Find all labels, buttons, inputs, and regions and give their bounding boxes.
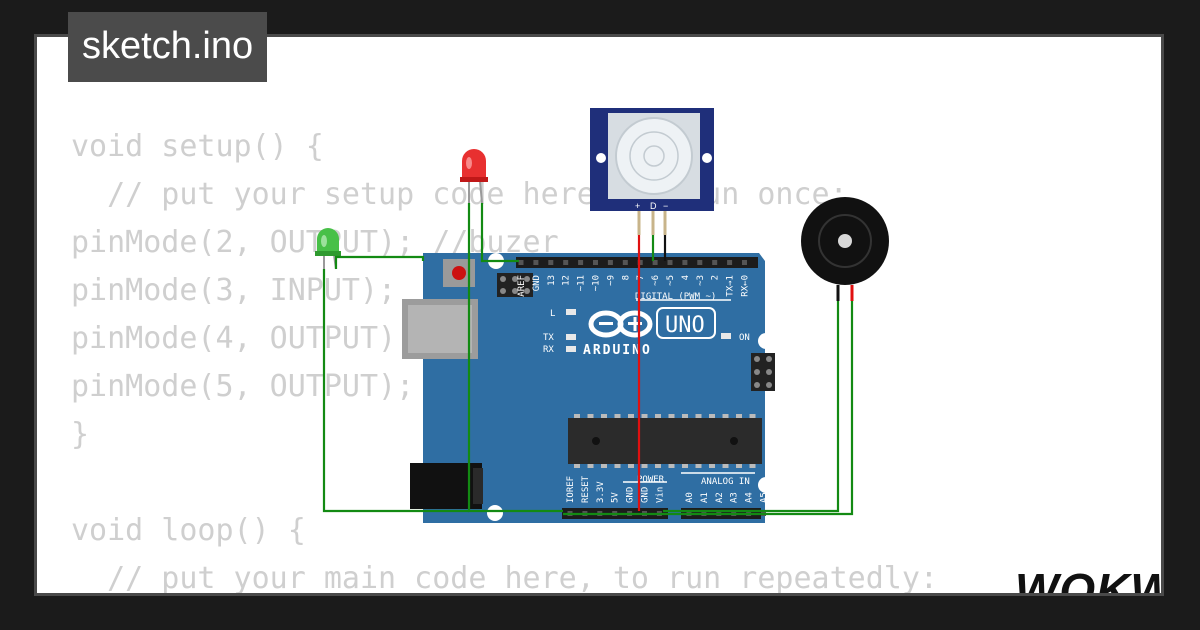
brand-label: ARDUINO <box>583 343 652 358</box>
pir-pin-d-label: D <box>650 201 657 211</box>
power-pin-label: 5V <box>611 492 621 503</box>
code-line: // put your main code here, to run repea… <box>71 561 938 596</box>
digital-pin-label: ~11 <box>577 275 587 291</box>
analog-pin-label: A5 <box>760 492 770 503</box>
digital-pin-label: 8 <box>621 275 631 280</box>
code-line: pinMode(2, OUTPUT); //buzer <box>71 225 559 260</box>
analog-pin-label: A1 <box>700 492 710 503</box>
analog-pin-label: A3 <box>730 492 740 503</box>
power-pin-label: RESET <box>581 475 591 503</box>
led-rx-label: RX <box>543 345 554 355</box>
power-jack <box>410 463 482 509</box>
pir-motion-sensor[interactable]: + D − <box>590 108 714 235</box>
digital-pin-label: 7 <box>636 275 646 280</box>
power-pin-label: GND <box>626 487 636 503</box>
code-line: pinMode(4, OUTPUT); <box>71 321 415 356</box>
digital-pwm-label: DIGITAL (PWM ~) <box>635 292 716 302</box>
mounting-hole <box>758 333 774 349</box>
code-line: void setup() { <box>71 129 324 164</box>
digital-pin-label: GND <box>532 275 542 291</box>
led-l-label: L <box>550 309 555 319</box>
pir-pin-plus-label: + <box>635 201 640 211</box>
power-pin-label: GND <box>641 487 651 503</box>
model-label: UNO <box>665 313 705 338</box>
digital-pin-label: 13 <box>547 275 557 286</box>
digital-pin-label: AREF <box>517 275 527 297</box>
piezo-buzzer[interactable] <box>801 197 889 301</box>
digital-header[interactable] <box>516 257 758 268</box>
digital-pin-label: 12 <box>562 275 572 286</box>
code-line: void loop() { <box>71 513 306 548</box>
arduino-infinity-logo <box>588 310 653 338</box>
digital-pin-label: RX←0 <box>741 275 751 297</box>
atmega-chip <box>568 418 762 464</box>
led-tx-label: TX <box>543 333 554 343</box>
digital-pin-label: 2 <box>711 275 721 280</box>
code-line: pinMode(3, INPUT); <box>71 273 397 308</box>
digital-pin-label: TX→1 <box>726 275 736 297</box>
mounting-hole <box>758 477 774 493</box>
code-editor[interactable]: void setup() { // put your setup code he… <box>71 123 938 596</box>
power-pin-label: IOREF <box>566 476 576 503</box>
mounting-hole <box>487 505 503 521</box>
analog-pin-label: A0 <box>685 492 695 503</box>
analog-pin-label: A4 <box>745 492 755 503</box>
power-pin-label: 3.3V <box>596 481 606 503</box>
power-label: POWER <box>637 475 665 485</box>
red-led[interactable] <box>460 149 488 204</box>
code-line: } <box>71 417 90 452</box>
led-on-label: ON <box>739 333 750 343</box>
digital-pin-label: 4 <box>681 275 691 280</box>
pir-pin-minus-label: − <box>663 201 668 211</box>
digital-pin-label: ~6 <box>651 275 661 286</box>
preview-card: void setup() { // put your setup code he… <box>34 34 1164 596</box>
digital-pin-label: ~3 <box>696 275 706 286</box>
digital-pin-label: ~5 <box>666 275 676 286</box>
code-line: pinMode(5, OUTPUT); <box>71 369 415 404</box>
wires <box>322 203 854 516</box>
analog-in-label: ANALOG IN <box>701 477 750 487</box>
analog-pin-label: A2 <box>715 492 725 503</box>
digital-pin-label: ~10 <box>592 275 602 291</box>
filename-tab[interactable]: sketch.ino <box>68 12 268 82</box>
digital-pin-label: ~9 <box>606 275 616 286</box>
power-pin-label: Vin <box>655 487 665 503</box>
wokwi-logo: WOKWi <box>1015 564 1161 596</box>
